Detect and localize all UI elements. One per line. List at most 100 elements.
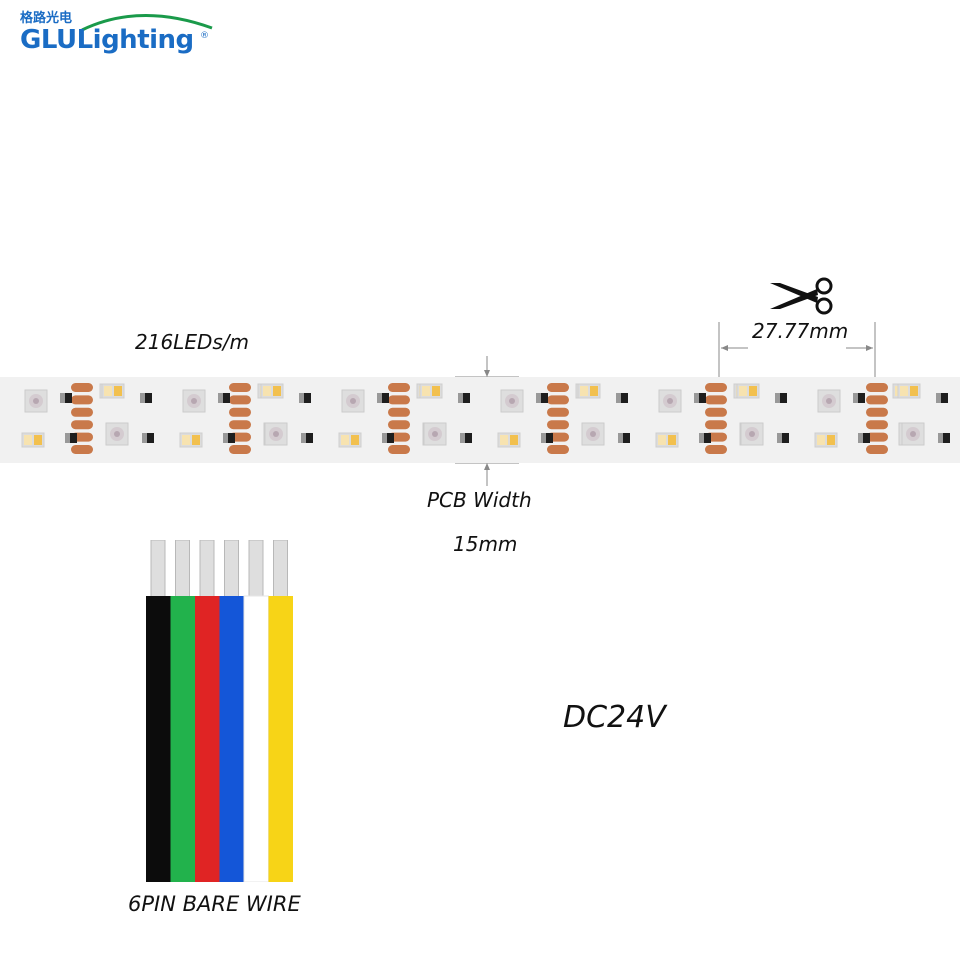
led-density-label: 216LEDs/m [135,330,249,354]
cct-led-chip [497,432,521,448]
resistor [301,433,313,443]
solder-pad [229,395,251,405]
wire-insulation [268,596,293,882]
cct-led-chip [338,432,362,448]
wire-insulation [195,596,220,882]
solder-pad [547,420,569,430]
resistor [936,393,948,403]
wire [195,540,220,882]
bare-wires [146,540,293,882]
solder-pad [705,407,727,417]
solder-pad [866,432,888,442]
rgb-led-chip [24,389,48,413]
resistor [299,393,311,403]
logo-registered-mark: ® [200,31,209,41]
wire-insulation [170,596,195,882]
solder-pad [866,407,888,417]
solder-pad [229,407,251,417]
rgb-led-chip [901,422,925,446]
pcb-width-title: PCB Width [427,488,532,512]
resistor [142,433,154,443]
resistor [694,393,706,403]
brand-logo: 格路光电 GLULighting ® [20,10,213,55]
strip-pcb [0,377,960,463]
cct-led-chip [419,383,443,399]
resistor [775,393,787,403]
resistor [777,433,789,443]
solder-pad [705,395,727,405]
rgb-led-chip [500,389,524,413]
resistor [458,393,470,403]
wire [243,540,269,882]
rgb-led-chip [341,389,365,413]
cct-led-chip [897,383,921,399]
resistor [853,393,865,403]
resistor [382,433,394,443]
solder-pad [388,383,410,392]
wire-conductor [224,540,239,599]
logo-brand-name: GLULighting [20,25,194,55]
rgb-led-chip [817,389,841,413]
cct-led-chip [814,432,838,448]
solder-pad [388,395,410,405]
resistor [140,393,152,403]
solder-pad [388,407,410,417]
solder-pad [705,420,727,430]
solder-pad [71,407,93,417]
rgb-led-chip [740,422,764,446]
wire-conductor [199,540,215,599]
pcb-width-value: 15mm [453,532,518,556]
solder-pad [547,383,569,392]
solder-pad [71,420,93,430]
voltage-label: DC24V [563,700,666,735]
solder-pad [388,420,410,430]
resistor [460,433,472,443]
cct-led-chip [577,383,601,399]
solder-pad [866,445,888,454]
cct-led-chip [655,432,679,448]
wire [219,540,244,882]
wire [170,540,195,882]
resistor [616,393,628,403]
wire-conductor [150,540,166,599]
rgb-led-chip [423,422,447,446]
wire [268,540,293,882]
resistor [377,393,389,403]
solder-pad [71,383,93,392]
resistor [60,393,72,403]
cct-led-chip [736,383,760,399]
wire-conductor [273,540,288,599]
solder-pad [229,445,251,454]
solder-pad [866,383,888,392]
solder-pad [229,383,251,392]
resistor [938,433,950,443]
cct-led-chip [260,383,284,399]
resistor [223,433,235,443]
solder-pad [229,420,251,430]
wire-insulation [146,596,171,882]
solder-pad [71,445,93,454]
solder-pad [388,445,410,454]
solder-pad [866,420,888,430]
solder-pad [547,395,569,405]
logo-cn-name: 格路光电 [20,10,72,26]
resistor [218,393,230,403]
solder-pad [705,445,727,454]
wire-insulation [219,596,244,882]
resistor [65,433,77,443]
scissors-icon [770,277,833,315]
cut-length-label: 27.77mm [752,319,849,343]
wire-type-label: 6PIN BARE WIRE [128,892,301,916]
cct-led-chip [179,432,203,448]
resistor [618,433,630,443]
resistor [541,433,553,443]
solder-pad [866,395,888,405]
rgb-led-chip [264,422,288,446]
rgb-led-chip [581,422,605,446]
logo-swoosh [81,14,213,32]
rgb-led-chip [105,422,129,446]
rgb-led-chip [658,389,682,413]
solder-pad [547,407,569,417]
resistor [699,433,711,443]
cct-led-chip [101,383,125,399]
